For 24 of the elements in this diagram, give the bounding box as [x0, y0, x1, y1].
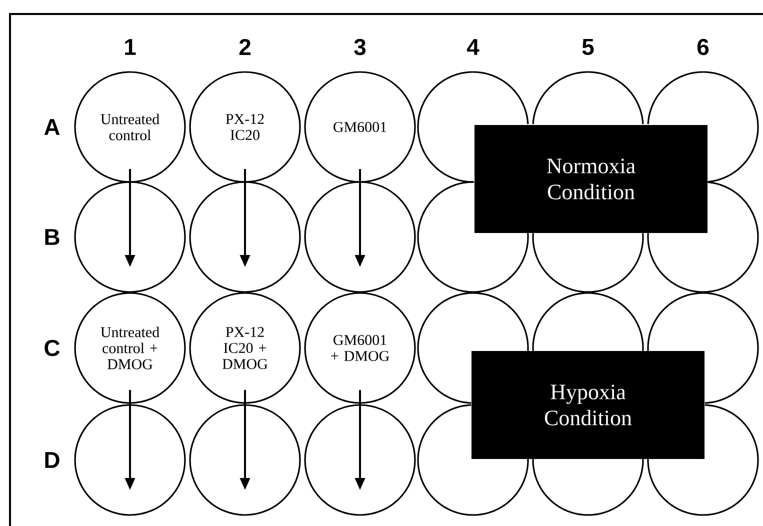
condition-box: Hypoxia Condition: [472, 351, 704, 459]
labeled-well: PX-12 IC20: [189, 71, 301, 183]
column-number: 1: [125, 39, 136, 55]
row-letter: C: [44, 340, 60, 356]
column-number: 5: [582, 38, 594, 56]
condition-box: Normoxia Condition: [474, 125, 708, 233]
column-number: 2: [239, 38, 250, 56]
labeled-well: PX-12 IC20 + DMOG: [189, 292, 301, 404]
labeled-well: GM6001 + DMOG: [304, 292, 416, 404]
column-number: 6: [697, 38, 709, 56]
row-letter: D: [45, 452, 60, 468]
labeled-well: Untreated control: [74, 71, 186, 183]
well-circle: [304, 181, 416, 293]
row-letter: A: [44, 119, 60, 135]
well-circle: [189, 404, 301, 516]
well-circle: [304, 404, 416, 516]
column-number: 4: [466, 39, 480, 55]
row-letter: B: [45, 229, 60, 245]
well-circle: [74, 404, 186, 516]
labeled-well: Untreated control + DMOG: [74, 292, 186, 404]
well-circle: [74, 181, 186, 293]
well-circle: [189, 181, 301, 293]
column-number: 3: [354, 38, 366, 56]
labeled-well: GM6001: [304, 71, 416, 183]
